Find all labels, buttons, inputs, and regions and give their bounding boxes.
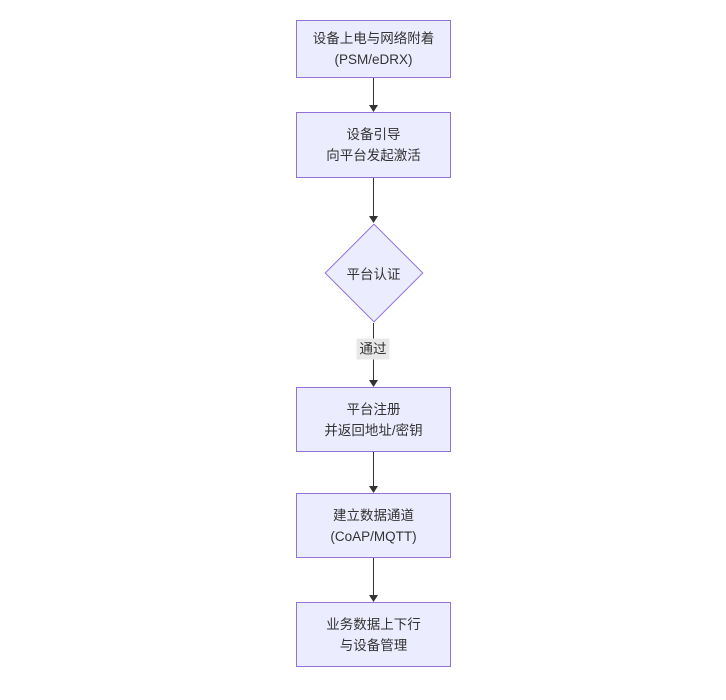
node-label-line: 设备引导 — [346, 127, 401, 142]
node-power-network-attach: 设备上电与网络附着 (PSM/eDRX) — [296, 20, 451, 78]
node-label-line: (CoAP/MQTT) — [330, 528, 417, 544]
edge-arrow-4 — [369, 452, 378, 493]
node-business-data: 业务数据上下行 与设备管理 — [296, 602, 451, 667]
edge-label-pass: 通过 — [356, 338, 390, 360]
edge-arrow-5 — [369, 558, 378, 602]
node-label-line: 平台认证 — [346, 267, 401, 282]
node-label-line: 与设备管理 — [339, 637, 408, 653]
node-label-line: 建立数据通道 — [333, 507, 414, 523]
node-label-line: 并返回地址/密钥 — [324, 422, 423, 438]
node-label-line: (PSM/eDRX) — [334, 52, 413, 67]
edge-arrow-1 — [369, 78, 378, 112]
node-label-line: 平台注册 — [346, 401, 401, 417]
node-platform-register: 平台注册 并返回地址/密钥 — [296, 387, 451, 452]
node-label-line: 业务数据上下行 — [326, 616, 421, 632]
node-device-bootstrap: 设备引导 向平台发起激活 — [296, 112, 451, 178]
decision-platform-auth: 平台认证 — [323, 223, 424, 323]
node-label-line: 设备上电与网络附着 — [312, 31, 435, 46]
node-data-channel: 建立数据通道 (CoAP/MQTT) — [296, 493, 451, 558]
edge-arrow-2 — [369, 178, 378, 223]
node-label-line: 向平台发起激活 — [326, 148, 421, 163]
